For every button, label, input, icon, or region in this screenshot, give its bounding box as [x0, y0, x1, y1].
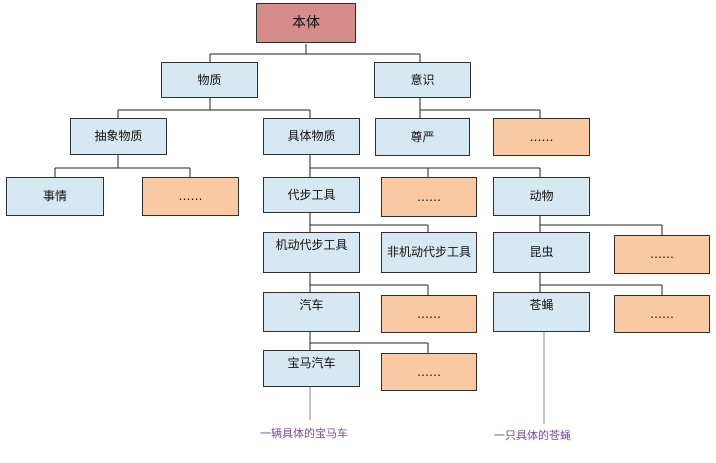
- bmw-node-label: 宝马汽车: [287, 356, 336, 370]
- consciousness-placeholder-node: ……: [493, 118, 590, 156]
- animal-placeholder-label: ……: [650, 247, 674, 261]
- non-motor-transport-node: 非机动代步工具: [381, 232, 477, 273]
- abstract-matter-node-label: 抽象物质: [94, 129, 143, 143]
- fly-node-label: 苍蝇: [529, 298, 554, 312]
- car-node-label: 汽车: [299, 298, 324, 312]
- motor-placeholder-node: ……: [381, 295, 477, 333]
- transport-node-label: 代步工具: [287, 187, 336, 202]
- matter-node-label: 物质: [197, 72, 222, 87]
- insect-node: 昆虫: [493, 232, 590, 273]
- matter-node: 物质: [161, 62, 258, 98]
- animal-node-label: 动物: [529, 189, 554, 203]
- affair-node-label: 事情: [42, 189, 67, 203]
- fly-node: 苍蝇: [493, 292, 590, 332]
- root-node-label: 本体: [292, 14, 320, 31]
- insect-placeholder-label: ……: [650, 306, 674, 321]
- concrete-matter-node-label: 具体物质: [287, 129, 336, 143]
- consciousness-node-label: 意识: [410, 72, 435, 87]
- consciousness-node: 意识: [374, 62, 471, 98]
- non-motor-transport-node-label: 非机动代步工具: [386, 245, 471, 259]
- root-node: 本体: [256, 3, 356, 43]
- car-placeholder-node: ……: [381, 353, 477, 391]
- concrete-placeholder-node: ……: [381, 177, 477, 217]
- concrete-placeholder-label: ……: [417, 189, 441, 204]
- bmw-node: 宝马汽车: [263, 350, 360, 387]
- consciousness-placeholder-label: ……: [529, 129, 554, 144]
- car-placeholder-label: ……: [417, 364, 441, 379]
- bmw-instance-annotation: 一辆具体的宝马车: [260, 427, 348, 440]
- dignity-node: 尊严: [375, 118, 470, 156]
- motor-transport-node: 机动代步工具: [263, 232, 360, 273]
- insect-node-label: 昆虫: [529, 245, 554, 259]
- insect-placeholder-node: ……: [614, 295, 710, 333]
- car-node: 汽车: [263, 292, 360, 332]
- abstract-matter-node: 抽象物质: [70, 118, 167, 155]
- animal-node: 动物: [493, 177, 590, 216]
- abstract-placeholder-label: ……: [178, 189, 203, 203]
- motor-placeholder-label: ……: [417, 306, 441, 321]
- motor-transport-node-label: 机动代步工具: [275, 238, 348, 252]
- animal-placeholder-node: ……: [614, 235, 710, 274]
- concrete-matter-node: 具体物质: [263, 118, 360, 155]
- abstract-placeholder-node: ……: [142, 177, 239, 216]
- affair-node: 事情: [6, 177, 104, 216]
- fly-instance-annotation: 一只具体的苍蝇: [494, 429, 571, 442]
- dignity-node-label: 尊严: [410, 129, 435, 144]
- transport-node: 代步工具: [263, 177, 360, 213]
